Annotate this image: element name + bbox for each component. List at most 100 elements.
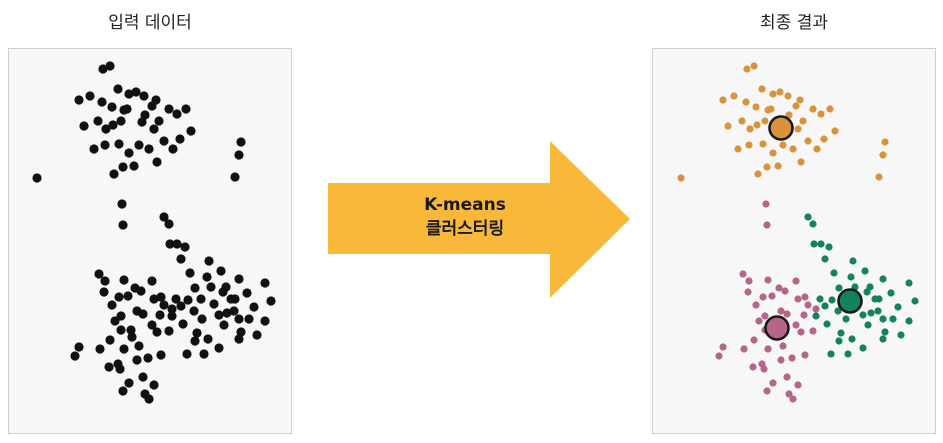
input-point	[234, 314, 244, 324]
cluster-pink-point	[788, 354, 796, 362]
cluster-pink-point	[755, 317, 763, 325]
input-data-title: 입력 데이터	[108, 13, 192, 33]
input-point	[149, 124, 159, 134]
cluster-orange-point	[820, 135, 828, 143]
cluster-green-point	[821, 255, 829, 263]
input-point	[167, 311, 177, 321]
cluster-green-point	[835, 284, 843, 292]
input-point	[214, 343, 224, 353]
input-point	[244, 314, 254, 324]
cluster-orange-point	[753, 121, 761, 129]
cluster-pink-point	[804, 301, 812, 309]
input-point	[134, 341, 144, 351]
input-point	[114, 139, 124, 149]
arrow-icon	[328, 141, 630, 298]
cluster-green-point	[812, 312, 820, 320]
cluster-orange-point	[752, 103, 760, 111]
input-point	[108, 120, 118, 130]
input-point	[155, 310, 165, 320]
input-point	[139, 91, 149, 101]
centroid-green	[837, 288, 863, 314]
kmeans-label-line2: 클러스터링	[425, 219, 505, 239]
cluster-green-point	[905, 317, 913, 325]
input-point	[101, 124, 111, 134]
centroid-orange	[768, 115, 794, 141]
input-point	[203, 334, 213, 344]
cluster-orange-point	[769, 149, 777, 157]
cluster-orange-point	[881, 138, 889, 146]
cluster-pink-point	[769, 379, 777, 387]
input-point	[147, 276, 157, 286]
cluster-orange-point	[745, 141, 753, 149]
cluster-pink-point	[740, 345, 748, 353]
input-point	[266, 296, 276, 306]
cluster-orange-point	[754, 170, 762, 178]
input-point	[116, 116, 126, 126]
input-point	[196, 294, 206, 304]
input-point	[183, 295, 193, 305]
cluster-orange-point	[779, 141, 787, 149]
input-point	[206, 282, 216, 292]
input-point	[117, 199, 127, 209]
input-point	[95, 344, 105, 354]
cluster-pink-point	[789, 395, 797, 403]
input-point	[113, 84, 123, 94]
input-point	[189, 306, 199, 316]
cluster-pink-point	[792, 277, 800, 285]
cluster-orange-point	[743, 65, 751, 73]
cluster-green-point	[830, 269, 838, 277]
input-point	[172, 239, 182, 249]
input-point	[180, 242, 190, 252]
cluster-green-point	[879, 335, 887, 343]
input-point	[124, 89, 134, 99]
input-point	[89, 144, 99, 154]
input-point	[242, 288, 252, 298]
input-point	[204, 256, 214, 266]
input-point	[116, 325, 126, 335]
input-point	[100, 276, 110, 286]
cluster-green-point	[816, 295, 824, 303]
cluster-green-point	[847, 273, 855, 281]
cluster-pink-point	[785, 390, 793, 398]
input-scatter	[32, 61, 276, 404]
input-point	[85, 91, 95, 101]
final-result-title: 최종 결과	[760, 13, 828, 33]
cluster-pink-point	[768, 292, 776, 300]
input-point	[214, 310, 224, 320]
input-point	[100, 140, 110, 150]
cluster-green-point	[911, 297, 919, 305]
cluster-pink-point	[800, 311, 808, 319]
cluster-green-point	[823, 320, 831, 328]
cluster-pink-point	[749, 363, 757, 371]
cluster-green-point	[825, 243, 833, 251]
input-point	[124, 148, 134, 158]
input-point	[147, 320, 157, 330]
cluster-orange-point	[764, 106, 772, 114]
cluster-orange-point	[804, 137, 812, 145]
input-point	[159, 136, 169, 146]
input-point	[186, 126, 196, 136]
input-point	[104, 362, 114, 372]
input-point	[230, 172, 240, 182]
input-point	[181, 104, 191, 114]
input-point	[119, 344, 129, 354]
cluster-orange-point	[769, 90, 777, 98]
cluster-orange-point	[826, 105, 834, 113]
input-point	[236, 327, 246, 337]
cluster-pink-point	[739, 270, 747, 278]
input-point	[152, 157, 162, 167]
cluster-green-point	[887, 289, 895, 297]
cluster-orange-point	[759, 140, 767, 148]
clustered-scatter	[677, 62, 919, 403]
cluster-pink-point	[794, 381, 802, 389]
input-point	[105, 335, 115, 345]
kmeans-label: K-means 클러스터링	[360, 193, 570, 241]
cluster-green-point	[827, 350, 835, 358]
input-point	[252, 330, 262, 340]
cluster-orange-point	[746, 125, 754, 133]
input-point	[74, 342, 84, 352]
input-point	[131, 87, 141, 97]
input-point	[109, 169, 119, 179]
input-point	[156, 292, 166, 302]
cluster-pink-point	[777, 307, 785, 315]
